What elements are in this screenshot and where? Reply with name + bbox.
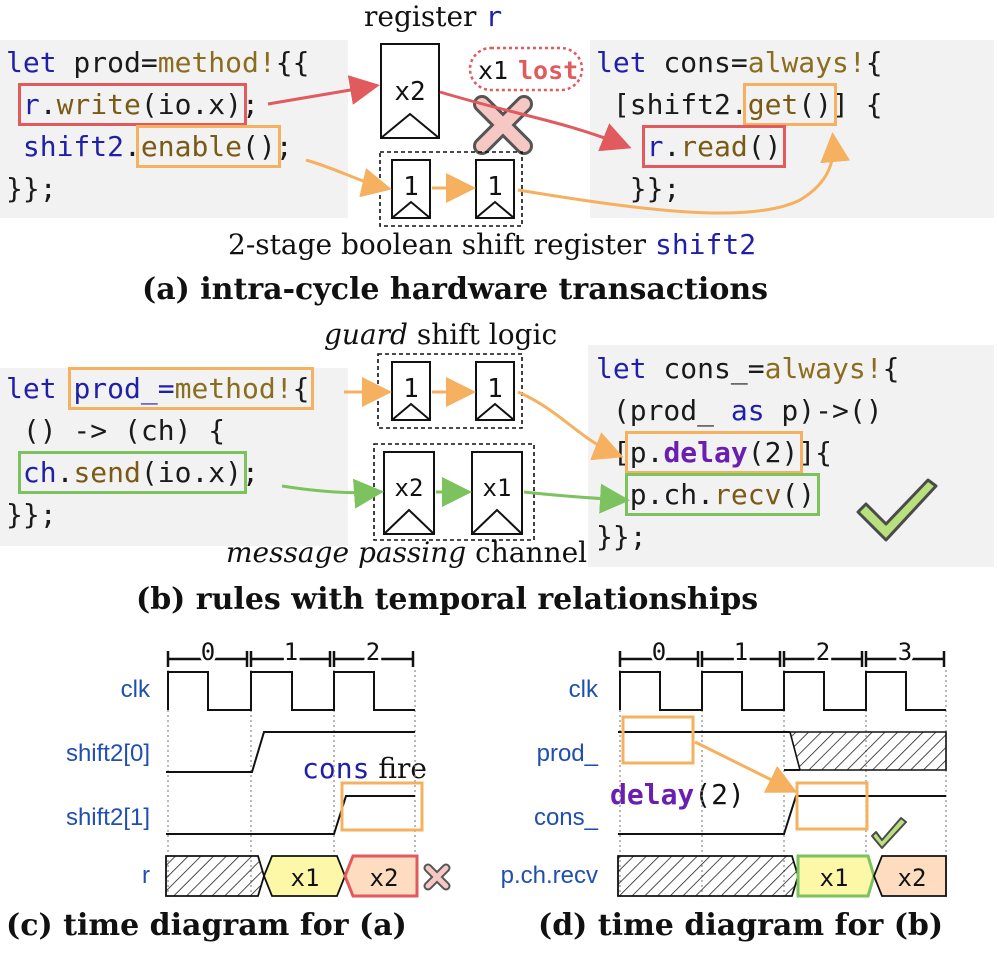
code-bg-prod [0,40,348,218]
cons-code: let cons=always!{ [shift2.get()] { r.rea… [596,46,883,205]
d-recv-x1 [796,854,876,898]
d-cycle-ruler [618,651,946,667]
svg-text:x1: x1 [820,864,849,892]
lost-x-icon [473,95,533,155]
caption-c: (c) time diagram for (a) [6,908,407,943]
cons-fire-label: cons fire [302,752,427,785]
svg-text:2: 2 [366,638,380,666]
svg-text:2: 2 [816,638,830,666]
cons-b-code: let cons_=always!{ (prod_ as p)->() [p.d… [596,352,900,553]
get-call-box: get() [742,83,838,126]
guard-stage-1: 1 [475,361,515,421]
svg-text:x1: x1 [291,864,320,892]
svg-text:x2: x2 [898,864,927,892]
d-check-icon [871,817,907,849]
d-signal-prod: prod_ [536,740,598,767]
svg-text:0: 0 [201,638,215,666]
d-recv-wave: x1 x2 [617,854,947,898]
c-clk-wave [167,671,415,711]
d-clk-wave [619,671,946,711]
c-r-wave: x1 x2 [165,854,419,898]
message-label: message passing channel [226,536,588,569]
prod-fire-box [621,715,695,765]
lost-word: lost [518,56,578,85]
prod-code: let prod=method!{{ r.write(io.x); shift2… [6,46,310,205]
svg-text:1: 1 [284,638,298,666]
delay-call-box: p.delay(2) [624,431,804,474]
d-signal-cons: cons_ [533,804,598,831]
cons-fire-box [340,781,424,832]
shift-register-frame [379,151,523,227]
lost-bubble: x1 lost [468,46,584,92]
svg-text:3: 3 [898,638,912,666]
lost-value: x1 [478,56,508,85]
caption-a: (a) intra-cycle hardware transactions [142,272,769,307]
d-signal-clk: clk [568,676,598,703]
write-call-box: r.write(io.x) [17,83,248,126]
register-value: x2 [394,77,425,107]
svg-text:x1: x1 [483,474,512,502]
svg-text:x2: x2 [370,864,399,892]
channel-stage-0: x2 [383,451,435,535]
recv-call-box: p.ch.recv() [624,473,821,516]
shift-register-label: 2-stage boolean shift register shift2 [228,228,757,261]
c-shift1-wave [166,795,415,835]
register-label: register r [364,0,503,33]
svg-text:1: 1 [487,374,503,404]
c-r-x1 [263,855,346,897]
shift-stage-1: 1 [475,159,515,219]
svg-text:x2: x2 [395,474,424,502]
d-prod-wave [618,731,947,771]
guard-label: guard shift logic [324,318,558,351]
c-signal-r: r [142,862,150,889]
delay-label: delay(2) [610,778,745,811]
channel-frame [373,443,535,541]
c-signal-shift0: shift2[0] [65,740,150,767]
c-signal-clk: clk [120,676,150,703]
caption-d: (d) time diagram for (b) [538,908,944,943]
guard-stage-0: 1 [391,361,431,421]
channel-stage-1: x1 [471,451,523,535]
svg-text:1: 1 [403,374,419,404]
send-call-box: ch.send(io.x) [17,451,248,494]
c-r-x2 [343,854,419,898]
c-cycle-ruler [166,651,415,667]
caption-b: (b) rules with temporal relationships [136,582,759,617]
prod-method-box: prod_=method!{ [68,367,315,410]
c-fail-x-icon [423,863,451,891]
c-signal-shift1: shift2[1] [65,804,150,831]
d-signal-recv: p.ch.recv [500,862,598,889]
c-gridlines [167,670,416,900]
prod-b-code: let prod_=method!{ () -> (ch) { ch.send(… [6,367,315,531]
enable-call-box: enable() [135,125,281,168]
svg-text:1: 1 [487,172,503,202]
shift-stage-0: 1 [391,159,431,219]
svg-text:1: 1 [403,172,419,202]
cons-fire-box-d [795,781,869,831]
d-recv-x2 [873,855,947,897]
code-bg-prod-b [0,368,348,546]
svg-text:0: 0 [652,638,666,666]
read-call-box: r.read() [641,125,787,168]
guard-frame [377,353,523,429]
svg-text:1: 1 [734,638,748,666]
register-r-box: x2 [380,43,440,139]
